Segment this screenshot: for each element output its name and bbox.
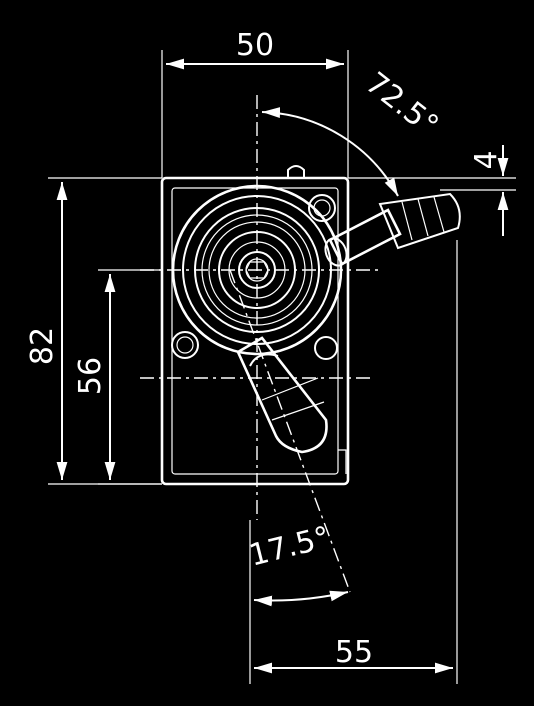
dim-label-56: 56 [73,357,108,395]
hose-nozzle-upper [324,192,461,267]
dim-label-72-5: 72.5° [359,66,445,144]
dimension-angle-bottom [253,590,349,607]
dimension-height-left [48,177,162,485]
dimension-width-top [161,50,349,178]
dimension-angle-top [261,107,399,197]
dim-label-4: 4 [469,150,504,169]
dim-label-17-5: 17.5° [246,520,334,574]
dim-label-50: 50 [236,28,274,63]
dimension-height-inner [98,269,162,485]
dim-label-55: 55 [335,635,373,670]
hose-nozzle-lower [236,336,328,454]
center-lines [140,95,380,593]
dimension-offset-bottom [249,240,458,684]
dim-label-82: 82 [25,327,60,365]
